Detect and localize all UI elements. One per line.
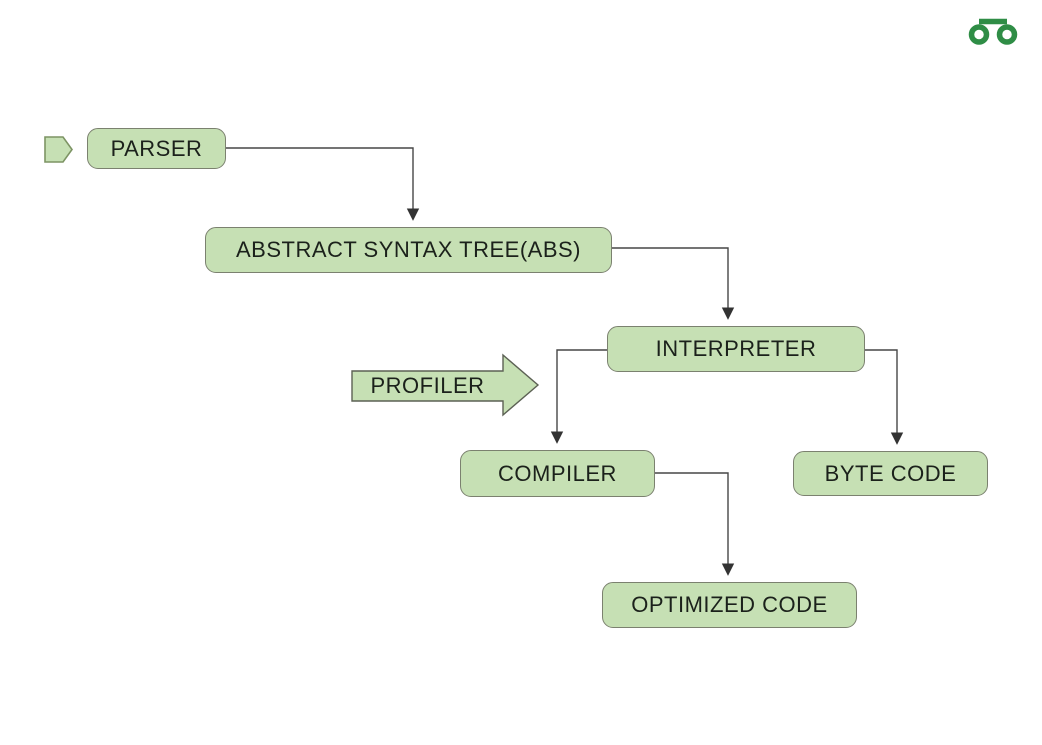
node-abstract-syntax-tree-label: ABSTRACT SYNTAX TREE(ABS) <box>235 237 581 262</box>
geeksforgeeks-logo-icon <box>968 18 1018 45</box>
node-byte-code-label: BYTE CODE <box>824 460 957 486</box>
edge-interpreter-to-bytecode <box>865 349 904 445</box>
node-compiler-label: COMPILER <box>498 460 617 486</box>
node-parser-label: PARSER <box>110 135 203 161</box>
profiler-arrow-shape <box>351 353 540 417</box>
edge-interpreter-to-compiler <box>550 349 607 444</box>
edge-parser-to-ast <box>226 147 420 221</box>
start-pentagon-marker <box>44 136 73 163</box>
node-profiler-label: PROFILER <box>370 373 485 398</box>
node-optimized-code-label: OPTIMIZED CODE <box>631 592 828 617</box>
node-parser: PARSER <box>87 128 226 169</box>
node-optimized-code: OPTIMIZED CODE <box>602 582 857 628</box>
node-profiler: PROFILER <box>352 371 503 401</box>
edge-ast-to-interpreter <box>612 247 735 320</box>
node-byte-code: BYTE CODE <box>793 451 988 496</box>
node-compiler: COMPILER <box>460 450 655 497</box>
edge-compiler-to-optimized <box>655 472 735 576</box>
node-abstract-syntax-tree: ABSTRACT SYNTAX TREE(ABS) <box>205 227 612 273</box>
node-interpreter: INTERPRETER <box>607 326 865 372</box>
node-interpreter-label: INTERPRETER <box>655 336 817 361</box>
